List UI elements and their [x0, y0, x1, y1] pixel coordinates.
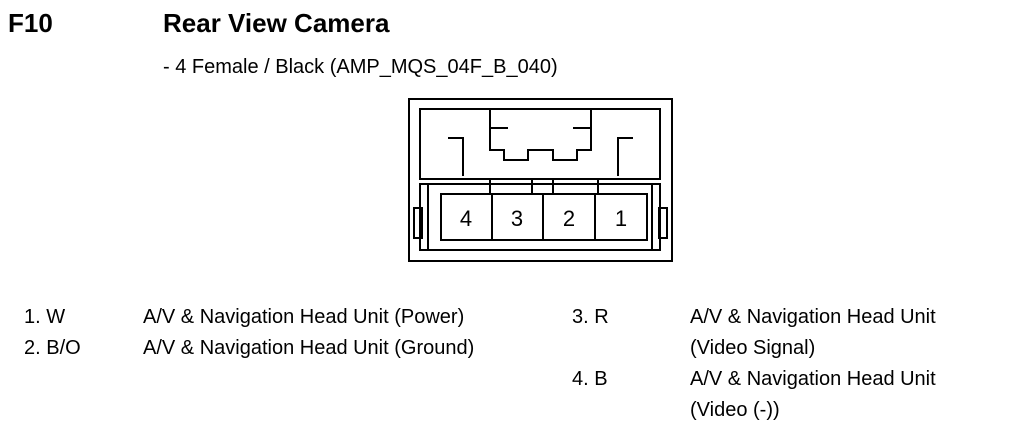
pin-2-desc: A/V & Navigation Head Unit (Ground) [143, 337, 475, 359]
housing-top-cavity [419, 108, 661, 180]
latch-block [489, 109, 592, 161]
pin-4-desc-line2: (Video (-)) [690, 399, 780, 421]
pin-3-desc-line1: A/V & Navigation Head Unit [690, 306, 936, 328]
connector-code: F10 [8, 8, 53, 38]
pin-1-desc: A/V & Navigation Head Unit (Power) [143, 306, 465, 328]
pin-number-4: 4 [460, 206, 472, 231]
pin-number-1: 1 [615, 206, 627, 231]
pin-1-id: 1. W [24, 306, 66, 328]
pin-number-3: 3 [511, 206, 523, 231]
pin-2-id: 2. B/O [24, 337, 81, 359]
left-key [413, 207, 423, 239]
connector-subtitle: - 4 Female / Black (AMP_MQS_04F_B_040) [163, 56, 558, 78]
side-tabs [448, 137, 633, 176]
connector-title: Rear View Camera [163, 8, 390, 38]
pin-3-id: 3. R [572, 306, 609, 328]
right-key [658, 207, 668, 239]
connector-diagram: 4 3 2 1 [408, 98, 673, 262]
pin-4-id: 4. B [572, 368, 608, 390]
pin-cell-1 [594, 193, 648, 241]
housing-outer [408, 98, 673, 262]
latch-stubs [489, 179, 599, 194]
pin-number-2: 2 [563, 206, 575, 231]
pin-3-desc-line2: (Video Signal) [690, 337, 816, 359]
pin-4-desc-line1: A/V & Navigation Head Unit [690, 368, 936, 390]
